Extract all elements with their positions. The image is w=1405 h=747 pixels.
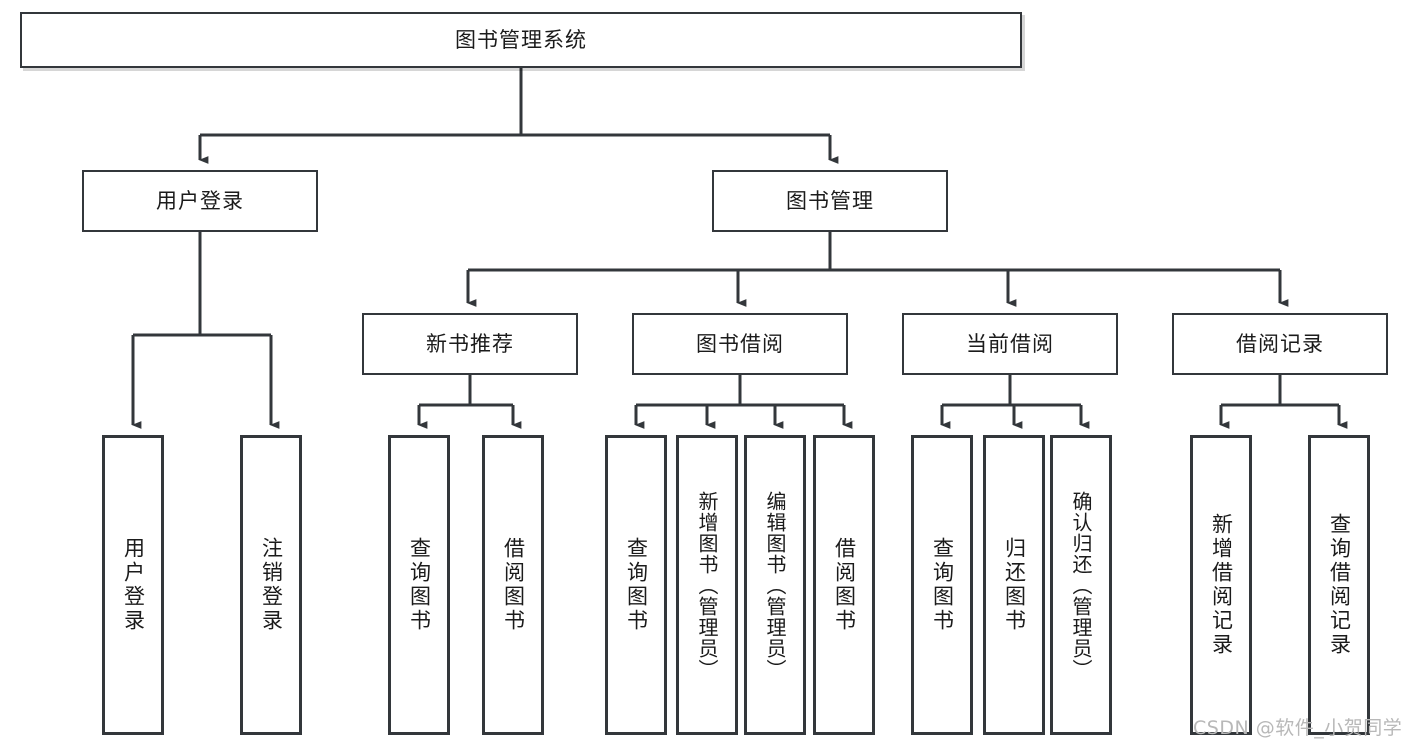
leaf-query-book-3-label: 查询图书 [930,537,955,633]
leaf-borrow-book-2[interactable]: 借阅图书 [813,435,875,735]
leaf-add-book[interactable]: 新增图书（管理员） [676,435,738,735]
node-root-label: 图书管理系统 [455,27,587,52]
node-user-login[interactable]: 用户登录 [82,170,318,232]
leaf-edit-book[interactable]: 编辑图书（管理员） [744,435,806,735]
edge-new-book-rec-to-leaves [417,375,522,429]
node-current-borrow-label: 当前借阅 [966,331,1054,356]
leaf-return-book[interactable]: 归还图书 [983,435,1045,735]
leaf-confirm-return[interactable]: 确认归还（管理员） [1050,435,1112,735]
leaf-add-book-label: 新增图书（管理员） [695,490,719,680]
edge-borrow-record-to-leaves [1219,375,1348,429]
node-user-login-label: 用户登录 [156,188,244,213]
node-book-manage-label: 图书管理 [786,188,874,213]
leaf-borrow-book-2-label: 借阅图书 [832,537,857,633]
leaf-return-book-label: 归还图书 [1002,537,1027,633]
leaf-query-book-2[interactable]: 查询图书 [605,435,667,735]
leaf-add-record-label: 新增借阅记录 [1209,513,1234,657]
leaf-query-book-1-label: 查询图书 [407,537,432,633]
leaf-query-book-1[interactable]: 查询图书 [388,435,450,735]
node-borrow-record[interactable]: 借阅记录 [1172,313,1388,375]
edge-current-borrow-to-leaves [940,375,1090,429]
leaf-user-login[interactable]: 用户登录 [102,435,164,735]
leaf-logout-label: 注销登录 [259,537,284,633]
leaf-logout[interactable]: 注销登录 [240,435,302,735]
leaf-user-login-label: 用户登录 [121,537,146,633]
edge-root-to-level2 [198,68,839,164]
leaf-add-record[interactable]: 新增借阅记录 [1190,435,1252,735]
leaf-query-record-label: 查询借阅记录 [1327,513,1352,657]
node-new-book-rec[interactable]: 新书推荐 [362,313,578,375]
node-borrow-record-label: 借阅记录 [1236,331,1324,356]
node-current-borrow[interactable]: 当前借阅 [902,313,1118,375]
node-book-borrow-label: 图书借阅 [696,331,784,356]
leaf-confirm-return-label: 确认归还（管理员） [1069,490,1093,680]
leaf-edit-book-label: 编辑图书（管理员） [763,490,787,680]
node-new-book-rec-label: 新书推荐 [426,331,514,356]
node-root[interactable]: 图书管理系统 [20,12,1022,68]
node-book-manage[interactable]: 图书管理 [712,170,948,232]
leaf-query-record[interactable]: 查询借阅记录 [1308,435,1370,735]
leaf-query-book-3[interactable]: 查询图书 [911,435,973,735]
edge-user-login-to-leaves [131,232,280,429]
leaf-borrow-book-1[interactable]: 借阅图书 [482,435,544,735]
leaf-borrow-book-1-label: 借阅图书 [501,537,526,633]
edge-book-borrow-to-leaves [634,375,853,429]
leaf-query-book-2-label: 查询图书 [624,537,649,633]
node-book-borrow[interactable]: 图书借阅 [632,313,848,375]
edge-book-manage-to-level3 [466,232,1289,307]
